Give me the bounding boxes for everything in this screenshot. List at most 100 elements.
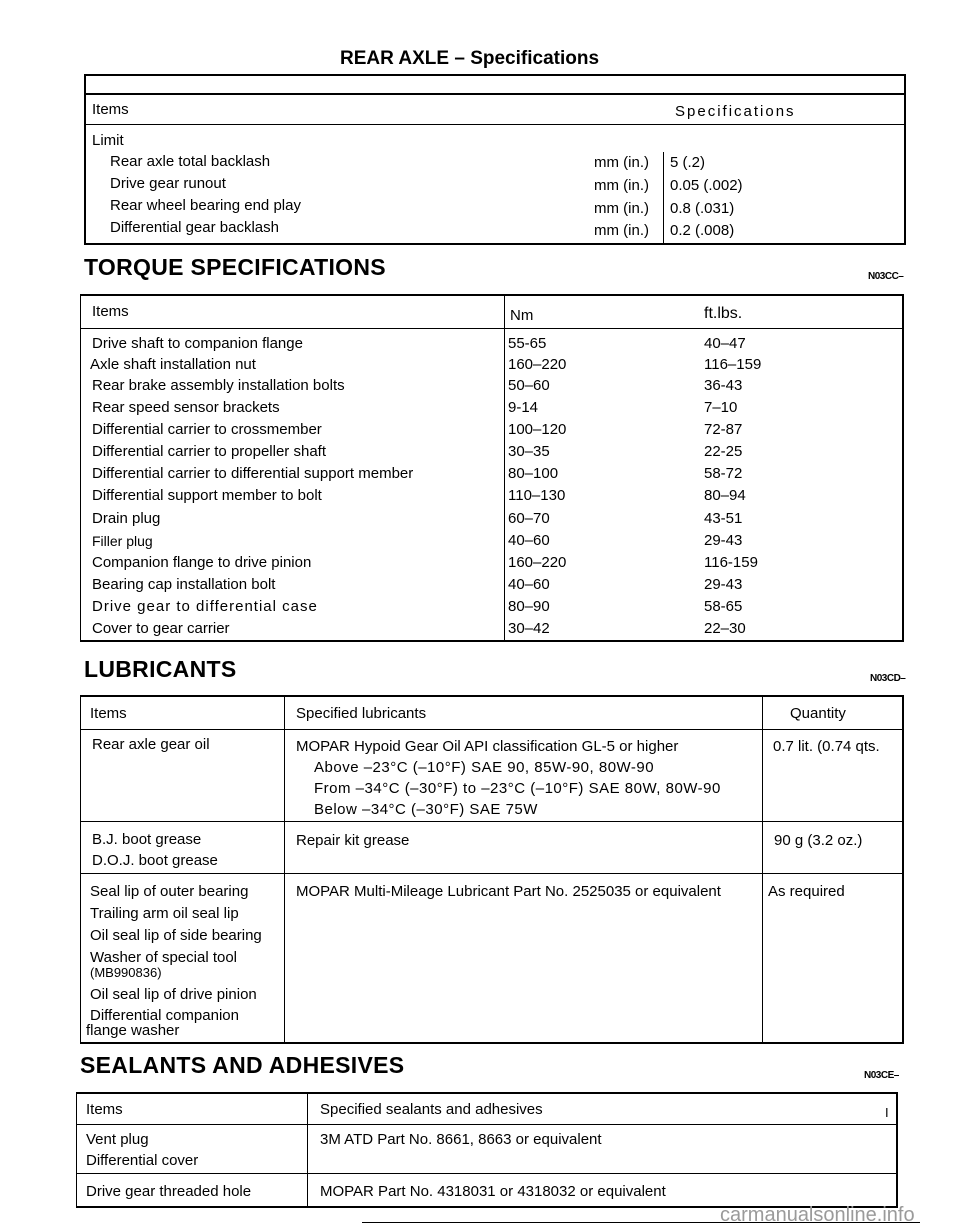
seal-spec: MOPAR Part No. 4318031 or 4318032 or equ… — [320, 1183, 666, 1200]
torque-item: Filler plug — [92, 533, 153, 549]
torque-ft: 22–30 — [704, 620, 746, 637]
lub-quantity: As required — [768, 883, 845, 900]
lub-quantity: 0.7 lit. (0.74 qts. — [773, 738, 880, 755]
torque-nm: 55-65 — [508, 335, 547, 352]
torque-nm: 50–60 — [508, 377, 550, 394]
torque-nm: 60–70 — [508, 510, 550, 527]
lub-quantity: 90 g (3.2 oz.) — [774, 832, 863, 849]
torque-item: Rear speed sensor brackets — [92, 399, 280, 416]
torque-nm: 110–130 — [508, 487, 566, 504]
torque-item: Differential carrier to crossmember — [92, 421, 322, 438]
lub-spec-line: From –34°C (–30°F) to –23°C (–10°F) SAE … — [314, 780, 721, 797]
torque-ft: 22-25 — [704, 443, 743, 460]
spec-value: 0.8 (.031) — [670, 200, 735, 217]
lub-item: D.O.J. boot grease — [92, 852, 218, 869]
seal-item: Drive gear threaded hole — [86, 1183, 252, 1200]
spec-unit: mm (in.) — [594, 222, 649, 239]
page-title: REAR AXLE – Specifications — [340, 48, 600, 69]
torque-header-items: Items — [92, 303, 129, 320]
lub-item: Oil seal lip of side bearing — [90, 927, 262, 944]
lub-item: Differential companion — [90, 1007, 239, 1024]
torque-ft: 43-51 — [704, 510, 743, 527]
torque-ft: 58-65 — [704, 598, 743, 615]
footer-rule — [362, 1222, 920, 1223]
torque-nm: 100–120 — [508, 421, 567, 438]
lub-item: Rear axle gear oil — [92, 736, 210, 753]
lub-spec-line: Below –34°C (–30°F) SAE 75W — [314, 801, 538, 818]
lub-spec-line: Above –23°C (–10°F) SAE 90, 85W-90, 80W-… — [314, 759, 655, 776]
spec-item: Rear wheel bearing end play — [110, 197, 301, 214]
seal-item: Differential cover — [86, 1152, 199, 1169]
torque-nm: 40–60 — [508, 576, 550, 593]
torque-heading: TORQUE SPECIFICATIONS — [84, 254, 386, 280]
spec-value: 5 (.2) — [670, 154, 706, 171]
torque-nm: 80–90 — [508, 598, 550, 615]
torque-nm: 160–220 — [508, 356, 567, 373]
torque-ft: 36-43 — [704, 377, 743, 394]
lub-item: B.J. boot grease — [92, 831, 202, 848]
seal-header-items: Items — [86, 1101, 123, 1118]
lubricants-heading: LUBRICANTS — [84, 656, 237, 682]
lub-header-items: Items — [90, 705, 127, 722]
lub-header-quantity: Quantity — [790, 705, 846, 722]
torque-ft: 116–159 — [704, 356, 762, 373]
lub-item: Oil seal lip of drive pinion — [90, 986, 257, 1003]
torque-code: N03CC– — [868, 271, 904, 282]
torque-item: Cover to gear carrier — [92, 620, 230, 637]
torque-item: Drive shaft to companion flange — [92, 335, 303, 352]
watermark-text: carmanualsonline.info — [720, 1204, 915, 1226]
spec-value: 0.2 (.008) — [670, 222, 735, 239]
torque-ft: 29-43 — [704, 576, 743, 593]
torque-item: Axle shaft installation nut — [90, 356, 256, 373]
spec-item: Differential gear backlash — [110, 219, 279, 236]
torque-item: Drain plug — [92, 510, 161, 527]
spec-header-items: Items — [92, 101, 129, 118]
torque-ft: 80–94 — [704, 487, 746, 504]
seal-header-spec: Specified sealants and adhesives — [320, 1101, 543, 1118]
spec-unit: mm (in.) — [594, 177, 649, 194]
torque-header-nm: Nm — [510, 307, 534, 324]
lubricants-code: N03CD– — [870, 673, 906, 684]
seal-spec: 3M ATD Part No. 8661, 8663 or equivalent — [320, 1131, 602, 1148]
lub-spec: Repair kit grease — [296, 832, 410, 849]
torque-item: Differential support member to bolt — [92, 487, 322, 504]
torque-nm: 160–220 — [508, 554, 567, 571]
torque-nm: 30–35 — [508, 443, 550, 460]
lub-spec-line: MOPAR Hypoid Gear Oil API classification… — [296, 738, 679, 755]
lub-item: Seal lip of outer bearing — [90, 883, 249, 900]
torque-nm: 9-14 — [508, 399, 539, 416]
spec-unit: mm (in.) — [594, 200, 649, 217]
torque-ft: 58-72 — [704, 465, 743, 482]
torque-ft: 72-87 — [704, 421, 743, 438]
torque-item: Rear brake assembly installation bolts — [92, 377, 345, 394]
sealants-heading: SEALANTS AND ADHESIVES — [80, 1052, 405, 1078]
torque-item: Bearing cap installation bolt — [92, 576, 276, 593]
spec-item: Rear axle total backlash — [110, 153, 271, 170]
torque-item: Differential carrier to differential sup… — [92, 465, 414, 482]
seal-header-mark: I — [885, 1105, 889, 1120]
lub-item: Trailing arm oil seal lip — [90, 905, 239, 922]
torque-item: Differential carrier to propeller shaft — [92, 443, 326, 460]
spec-value: 0.05 (.002) — [670, 177, 743, 194]
spec-group-limit: Limit — [92, 132, 124, 149]
torque-nm: 80–100 — [508, 465, 559, 482]
torque-nm: 30–42 — [508, 620, 550, 637]
torque-header-ftlbs: ft.lbs. — [704, 305, 743, 322]
torque-item: Drive gear to differential case — [92, 598, 318, 615]
lub-item: flange washer — [86, 1022, 180, 1039]
lub-item: Washer of special tool — [90, 949, 238, 966]
torque-ft: 40–47 — [704, 335, 746, 352]
lub-spec: MOPAR Multi-Mileage Lubricant Part No. 2… — [296, 883, 721, 900]
spec-unit: mm (in.) — [594, 154, 649, 171]
torque-nm: 40–60 — [508, 532, 550, 549]
lub-header-spec: Specified lubricants — [296, 705, 427, 722]
spec-item: Drive gear runout — [110, 175, 226, 192]
torque-ft: 116-159 — [704, 554, 758, 571]
sealants-code: N03CE– — [864, 1070, 899, 1081]
lub-item: (MB990836) — [90, 965, 162, 980]
torque-item: Companion flange to drive pinion — [92, 554, 312, 571]
seal-item: Vent plug — [86, 1131, 149, 1148]
torque-ft: 29-43 — [704, 532, 743, 549]
torque-ft: 7–10 — [704, 399, 738, 416]
spec-header-specifications: Specifications — [675, 103, 796, 120]
